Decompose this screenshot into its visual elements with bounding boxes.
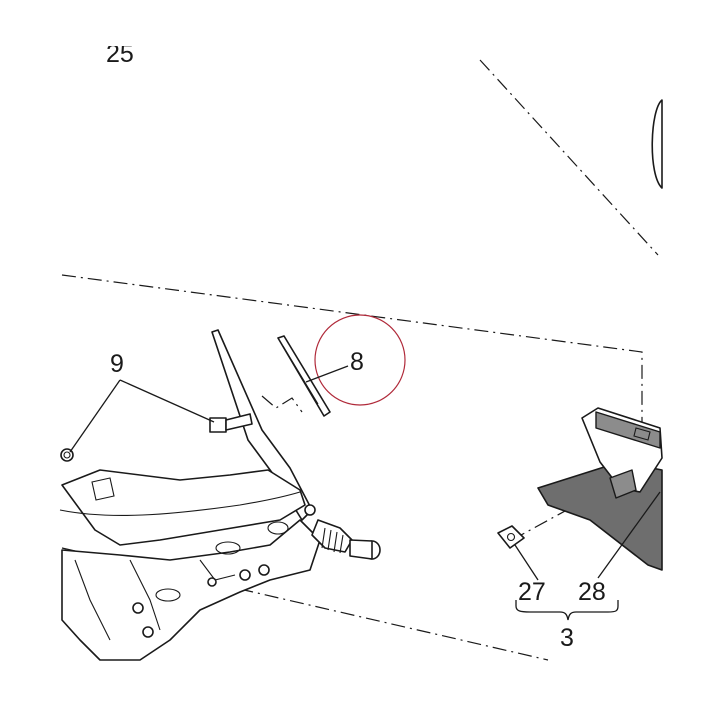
frame-hole-1: [155, 588, 181, 602]
leader-lines: [69, 365, 661, 621]
frame-rib-2: [129, 559, 161, 631]
shaft: [349, 539, 373, 560]
frame-bolt-3: [239, 569, 251, 581]
leader-28: [597, 491, 661, 579]
callout-8: 8: [350, 348, 364, 376]
screw-9-shank: [225, 413, 253, 431]
frame-hole-3: [267, 521, 289, 535]
callout-28: 28: [578, 578, 606, 606]
guide-line-upper-right: [479, 59, 659, 256]
reflector-body: [277, 335, 331, 417]
leader-9-left: [69, 379, 121, 453]
top-crop-mask: [95, 0, 155, 46]
callout-3: 3: [560, 624, 574, 652]
partial-component-right: [651, 99, 663, 189]
leader-27: [514, 544, 539, 581]
screw-9-left-inner: [63, 451, 71, 459]
screw-set-9: [60, 413, 253, 462]
reflector-8: [277, 335, 331, 417]
frame-hole-2: [215, 541, 241, 555]
frame-bolt-2: [142, 626, 154, 638]
highlight-circle: [314, 314, 406, 406]
screw-9-head: [209, 417, 227, 433]
housing-slot: [633, 427, 651, 441]
clip-27-hole: [506, 532, 516, 542]
frame-bolt-5: [304, 504, 316, 516]
clip-27: [497, 525, 525, 549]
leader-8: [305, 365, 349, 383]
callout-labels: 25 9 8 27 28 3: [106, 40, 606, 652]
callout-27: 27: [518, 578, 546, 606]
mudguard-edge: [59, 491, 301, 516]
guide-line-reflector: [261, 395, 303, 413]
pinion-teeth: [321, 527, 344, 554]
callout-9: 9: [110, 350, 124, 378]
leader-9-right: [119, 379, 215, 423]
mudguard-tab: [91, 477, 115, 501]
reflector-inner-line: [282, 345, 319, 405]
frame-bolt-4: [258, 564, 270, 576]
guide-line-top: [61, 274, 643, 425]
license-holder-assembly: [497, 407, 663, 571]
group-brace-3: [515, 600, 619, 621]
rear-frame-assembly: [59, 329, 381, 661]
housing-mount: [609, 469, 637, 499]
frame-rib-1: [74, 559, 111, 641]
frame-bolt-6: [207, 577, 217, 587]
lower-frame: [61, 519, 321, 661]
frame-bolt-1: [132, 602, 144, 614]
mudguard: [61, 469, 306, 546]
